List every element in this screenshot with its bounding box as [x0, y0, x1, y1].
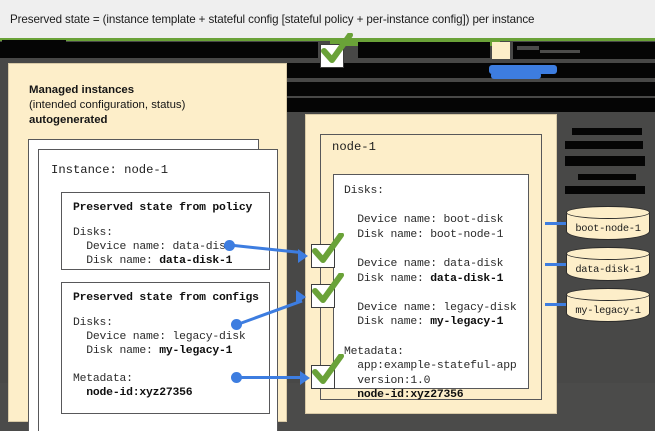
configs-disks-label: Disks:	[73, 317, 113, 329]
node-metadata-0: app:example-stateful-app	[344, 360, 517, 373]
connector-arrow-policy-disk	[298, 249, 308, 263]
configs-metadata-body: Metadata: node-id:xyz27356	[73, 372, 193, 400]
redaction-bar-3	[358, 42, 490, 58]
disk-label-legacy: my-legacy-1	[575, 305, 641, 317]
disk-label-data: data-disk-1	[575, 264, 641, 276]
node-metadata-2: node-id:xyz27356	[344, 389, 464, 402]
policy-disks-label: Disks:	[73, 227, 113, 239]
redaction-bar-2	[2, 40, 66, 44]
redaction-blue-blob-1	[489, 65, 557, 74]
connector-line-configs-metadata	[240, 376, 302, 379]
connector-dot-policy-disk	[224, 240, 235, 251]
policy-device-name: Device name: data-disk	[73, 241, 233, 253]
node-disk-2-disk-value: my-legacy-1	[430, 316, 504, 329]
configs-card-title: Preserved state from configs	[73, 292, 259, 304]
redaction-green-rule-top	[0, 38, 655, 41]
connector-arrow-configs-disk	[296, 290, 306, 304]
node-metadata-label: Metadata:	[344, 345, 404, 358]
configs-disk-name-value: my-legacy-1	[159, 345, 233, 357]
instance-title: Instance: node-1	[51, 163, 169, 177]
configs-disk-name-label: Disk name:	[73, 345, 160, 357]
node-disk-1-disk-value: data-disk-1	[430, 272, 504, 285]
disk-cylinder-my-legacy-1: my-legacy-1	[565, 287, 650, 322]
node-disk-1-device: Device name: data-disk	[344, 257, 504, 270]
connector-dot-configs-disk	[231, 319, 242, 330]
redaction-bar-9	[565, 141, 643, 149]
configs-card-body: Disks: Device name: legacy-disk Disk nam…	[73, 316, 246, 358]
managed-instances-title: Managed instances	[29, 84, 135, 96]
redaction-gray-chip-2	[540, 50, 580, 53]
disk-line-legacy	[545, 303, 573, 306]
disk-cylinder-data-disk-1: data-disk-1	[565, 246, 650, 281]
redaction-bar-4	[513, 42, 655, 59]
node-details-box	[333, 174, 529, 389]
redaction-bar-8	[572, 128, 642, 135]
node-disk-0-disk: Disk name: boot-node-1	[344, 228, 504, 241]
redaction-cream-chip	[492, 42, 510, 59]
redaction-blue-blob-2	[491, 72, 541, 79]
policy-disk-name-value: data-disk-1	[159, 255, 233, 267]
configs-metadata-value: node-id:xyz27356	[73, 387, 193, 399]
redaction-bar-10	[565, 156, 645, 166]
caption-text: Preserved state = (instance template + s…	[10, 12, 535, 26]
top-check-box	[320, 33, 353, 68]
redaction-bar-12	[565, 186, 645, 194]
instance-card: Instance: node-1 Preserved state from po…	[38, 149, 278, 431]
redaction-bar-11	[578, 174, 636, 180]
node-disk-2-disk: Disk name:	[344, 316, 431, 329]
preserved-state-policy-card: Preserved state from policy Disks: Devic…	[61, 192, 270, 270]
node-disks-label: Disks:	[344, 185, 384, 197]
managed-instances-subtitle: (intended configuration, status)	[29, 99, 186, 111]
disk-label-boot: boot-node-1	[575, 223, 641, 235]
node-metadata-1: version:1.0	[344, 374, 431, 387]
legacy-disk-check-box	[311, 273, 344, 308]
disk-line-boot	[545, 222, 573, 225]
data-disk-check-box	[311, 233, 344, 268]
policy-card-body: Disks: Device name: data-disk Disk name:…	[73, 226, 232, 268]
configs-device-name: Device name: legacy-disk	[73, 331, 246, 343]
node-disk-0-device: Device name: boot-disk	[344, 214, 504, 227]
policy-card-title: Preserved state from policy	[73, 202, 253, 214]
disk-cylinder-boot-node-1: boot-node-1	[565, 205, 650, 240]
managed-instances-panel: Managed instances (intended configuratio…	[8, 63, 287, 431]
preserved-state-configs-card: Preserved state from configs Disks: Devi…	[61, 282, 270, 414]
node-title: node-1	[332, 140, 376, 154]
managed-instances-heading: Managed instances (intended configuratio…	[29, 83, 185, 128]
managed-instances-tag: autogenerated	[29, 114, 108, 126]
connector-arrow-configs-metadata	[300, 371, 310, 385]
redaction-gray-chip-1	[517, 46, 539, 50]
disk-line-data	[545, 263, 573, 266]
redaction-bar-1	[0, 42, 318, 58]
connector-dot-configs-metadata	[231, 372, 242, 383]
node-id-check-box	[311, 354, 344, 389]
diagram-caption: Preserved state = (instance template + s…	[0, 0, 655, 38]
node-disk-2-device: Device name: legacy-disk	[344, 301, 517, 314]
node-details-text: Disks: Device name: boot-disk Disk name:…	[344, 184, 517, 403]
policy-disk-name-label: Disk name:	[73, 255, 160, 267]
configs-metadata-label: Metadata:	[73, 373, 133, 385]
node-disk-1-disk: Disk name:	[344, 272, 431, 285]
